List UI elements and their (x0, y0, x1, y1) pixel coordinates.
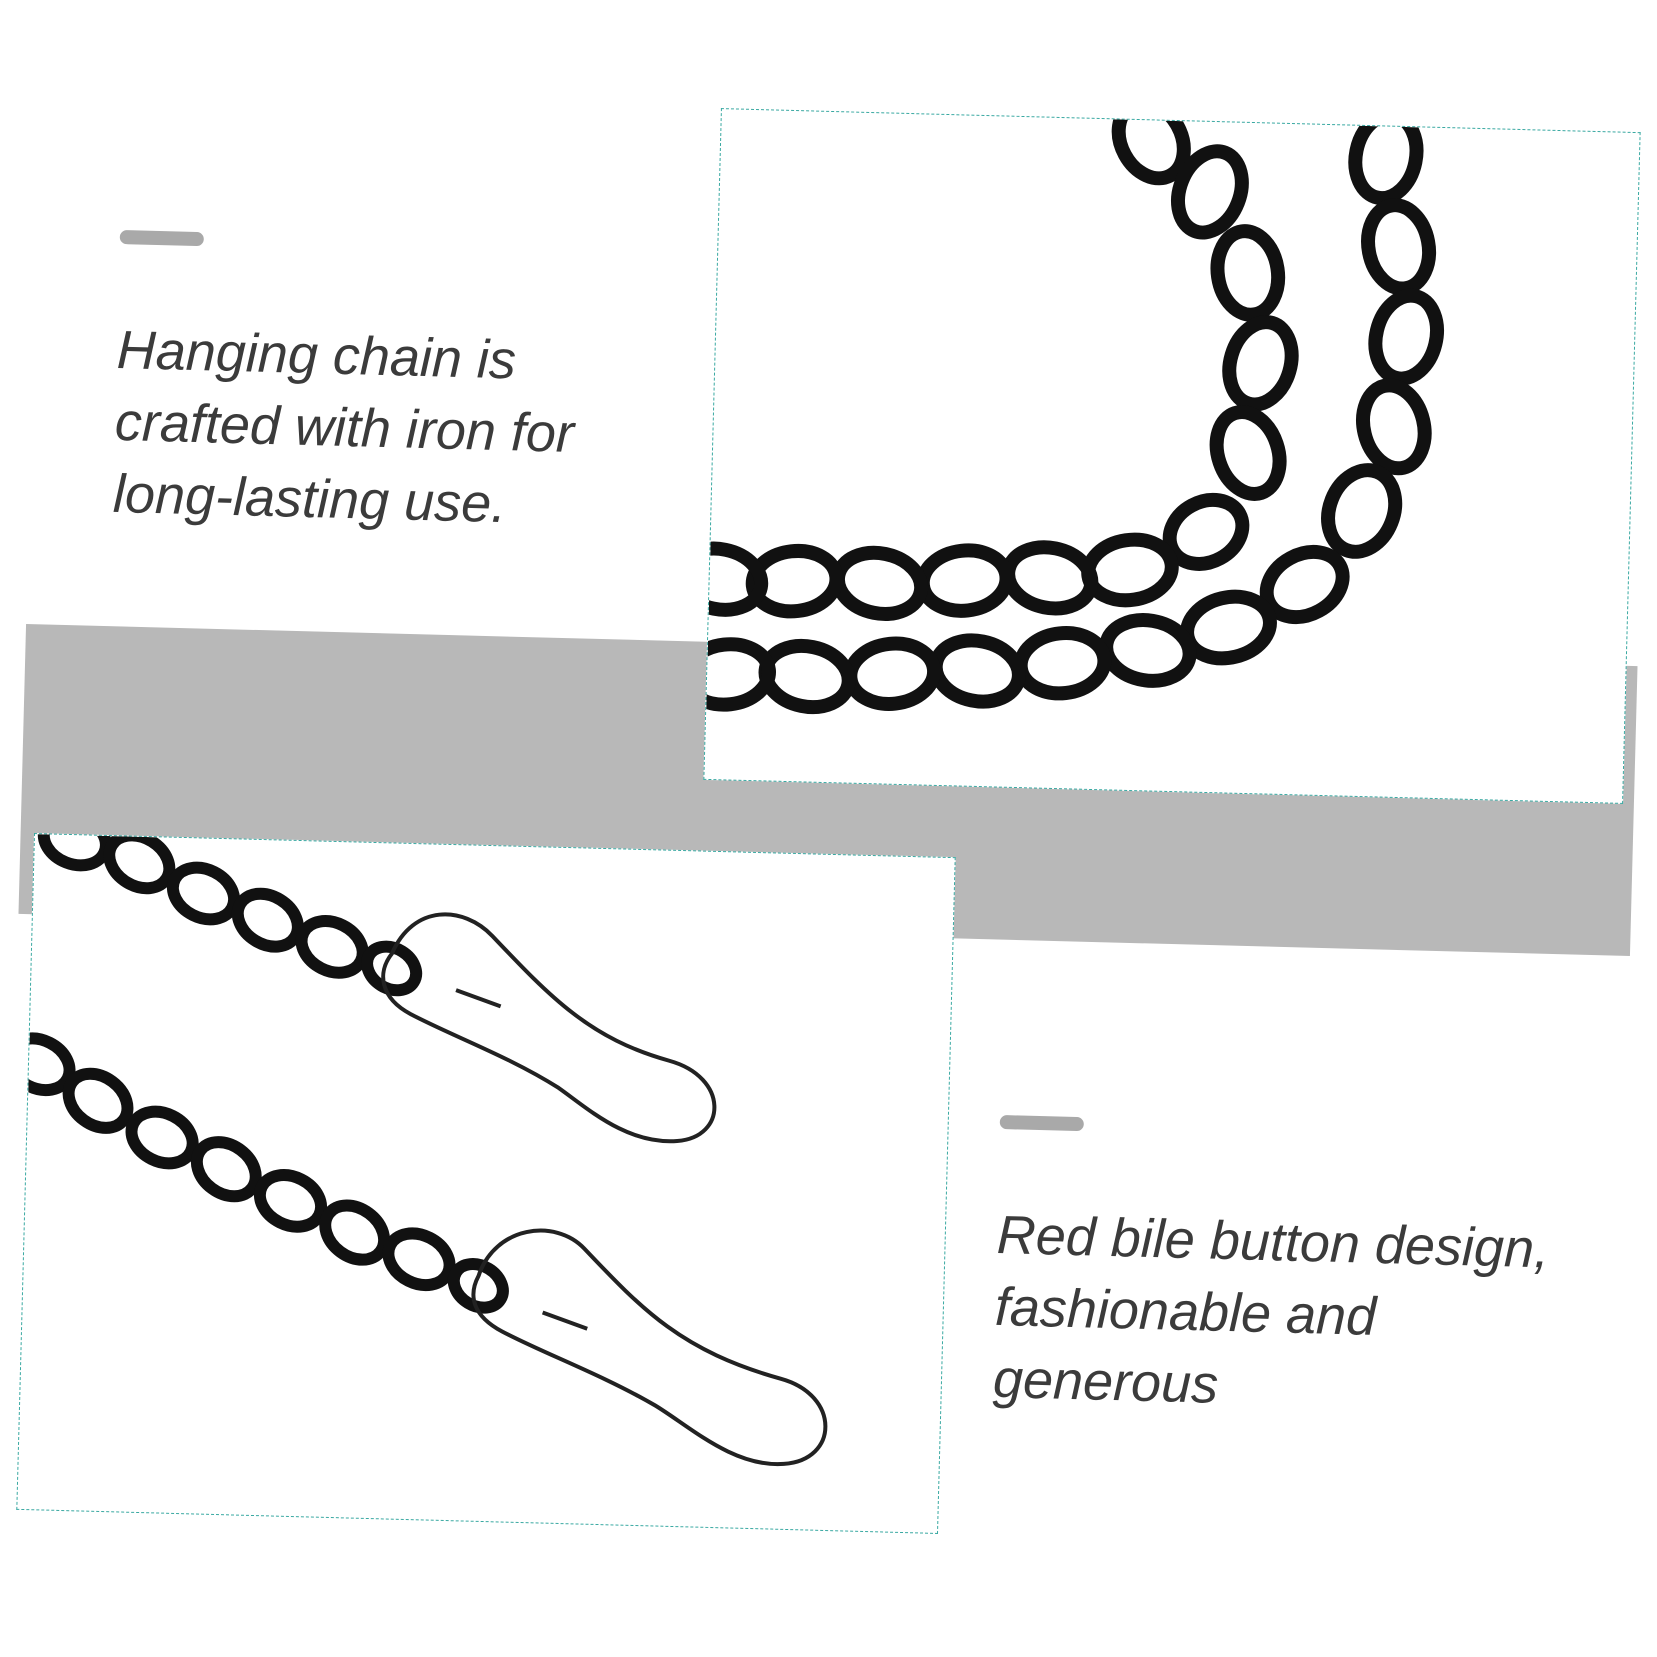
feature-block-design: Red bile button design, fashionable and … (992, 1115, 1600, 1431)
photo-card-chain-closeup (703, 108, 1641, 804)
snap-hook-chains-image (17, 834, 828, 1466)
photo-card-snap-hooks (16, 833, 956, 1534)
feature-text-design: Red bile button design, fashionable and … (992, 1204, 1550, 1415)
feature-block-material: Hanging chain is crafted with iron for l… (112, 230, 680, 545)
chain-closeup-image (704, 109, 1444, 715)
feature-text-material: Hanging chain is crafted with iron for l… (112, 319, 575, 535)
accent-bar (119, 230, 204, 247)
accent-bar (999, 1115, 1084, 1132)
